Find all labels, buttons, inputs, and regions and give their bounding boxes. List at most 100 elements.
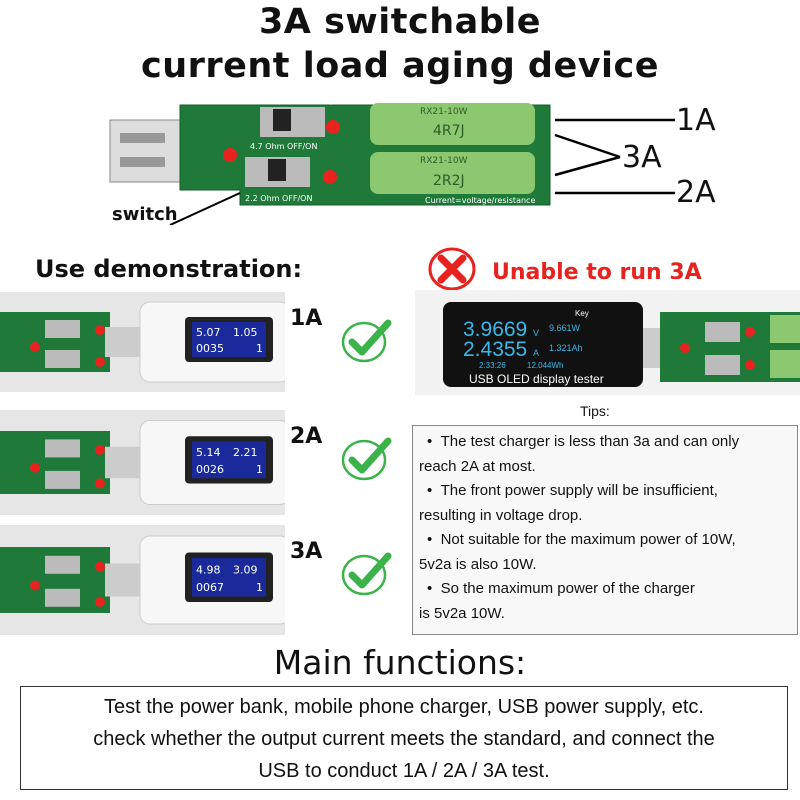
lcd-current: 2.21 [233, 446, 258, 459]
lcd-screen [192, 322, 266, 357]
demo-heading: Use demonstration: [35, 255, 303, 283]
demo-label-3A: 3A [290, 539, 323, 564]
led [30, 462, 40, 473]
switch [45, 320, 80, 338]
switch [45, 470, 80, 489]
resistor-bottom [370, 152, 535, 194]
callout-2a: 2A [676, 175, 716, 210]
tester-ah: 1.321Ah [549, 343, 583, 353]
usb-plug [105, 327, 145, 357]
switch [45, 588, 80, 607]
led [323, 170, 337, 184]
tester-voltage-unit: V [533, 328, 539, 338]
tester-current-unit: A [533, 348, 539, 358]
lcd-voltage: 5.07 [196, 326, 221, 339]
bullet: • [427, 433, 441, 450]
usb-plug [105, 446, 145, 479]
tip-1-cont: reach 2A at most. [419, 457, 536, 475]
demo-photo-3A: 4.98 3.09 0067 1 [0, 525, 285, 635]
load-board-image: 4.7 Ohm OFF/ON 2.2 Ohm OFF/ON 3 kind cur… [109, 99, 675, 225]
resistor-top [370, 103, 535, 145]
main-functions-box: Test the power bank, mobile phone charge… [20, 686, 788, 790]
function-line-1: Test the power bank, mobile phone charge… [104, 696, 704, 718]
check-icon [341, 437, 392, 481]
tip-4: • So the maximum power of the charger [419, 577, 791, 602]
lcd-voltage: 5.14 [196, 446, 221, 459]
switch [45, 555, 80, 574]
tester-time: 2:33:26 [479, 361, 506, 370]
resistor [770, 350, 800, 378]
x-circle-icon [428, 247, 476, 291]
tips-label: Tips: [580, 403, 610, 419]
tip-4-text: So the maximum power of the charger [440, 580, 695, 597]
switch [45, 350, 80, 368]
main-functions-heading: Main functions: [273, 643, 527, 682]
tester-wh: 12.044Wh [527, 361, 563, 370]
lcd-index: 1 [256, 342, 263, 355]
callout-line [554, 133, 621, 159]
bullet: • [427, 531, 441, 548]
demo-label-2A: 2A [290, 424, 323, 449]
lcd-mah: 0035 [196, 342, 224, 355]
usb-contact [120, 133, 165, 143]
callout-line [554, 155, 621, 177]
lcd-mah: 0067 [196, 581, 224, 594]
title-line-2: current load aging device [140, 46, 660, 86]
hot-label: Hot !! [358, 209, 378, 217]
check-icon [341, 552, 392, 596]
lcd-voltage: 4.98 [196, 563, 221, 576]
title-line-1: 3A switchable [258, 2, 542, 42]
tester-current: 2.4355 [463, 338, 527, 361]
lcd-current: 1.05 [233, 326, 258, 339]
tester-voltage: 3.9669 [463, 318, 527, 341]
led [95, 444, 105, 455]
usb-plug [109, 119, 181, 183]
function-line-3: USB to conduct 1A / 2A / 3A test. [258, 760, 550, 782]
usb-plug [105, 563, 145, 597]
resistor-bottom-value: 2R2J [433, 173, 465, 189]
callout-switch: switch [112, 204, 178, 225]
demo-label-1A: 1A [290, 306, 323, 331]
tip-3: • Not suitable for the maximum power of … [419, 528, 791, 553]
switch-top-knob [273, 109, 291, 131]
lcd-mah: 0026 [196, 463, 224, 476]
bullet: • [427, 482, 441, 499]
silkscreen-top: 3 kind current / Ohm's Law: I=U/R [235, 99, 337, 106]
lcd-current: 3.09 [233, 563, 258, 576]
resistor-bottom-model: RX21-10W [420, 156, 468, 166]
tip-1: • The test charger is less than 3a and c… [419, 430, 791, 455]
led [30, 580, 40, 591]
tip-3-cont: 5v2a is also 10W. [419, 555, 537, 573]
lcd-index: 1 [256, 463, 263, 476]
switch [705, 322, 740, 342]
led [95, 478, 105, 489]
lcd-index: 1 [256, 581, 263, 594]
switch-bottom-knob [268, 159, 286, 181]
led [680, 343, 690, 353]
led [745, 327, 755, 337]
switch [705, 355, 740, 375]
tester-key-label: Key [575, 309, 589, 318]
board-bottom-text: Current=voltage/resistance [425, 196, 535, 205]
bullet: • [427, 580, 441, 597]
usb-oled-tester-photo: 3.9669 V 9.661W 2.4355 A 1.321Ah 2:33:26… [415, 290, 800, 395]
led [326, 120, 340, 134]
switch-top [260, 107, 325, 137]
usb-contact [120, 157, 165, 167]
switch [45, 439, 80, 458]
resistor [770, 315, 800, 343]
tip-2-text: The front power supply will be insuffici… [440, 482, 718, 499]
led [95, 561, 105, 572]
tester-power: 9.661W [549, 323, 581, 333]
demo-photo-1A: 5.07 1.05 0035 1 [0, 292, 285, 392]
led [30, 342, 40, 352]
led [95, 325, 105, 335]
demo-photo-2A: 5.14 2.21 0026 1 [0, 410, 285, 515]
tip-4-cont: is 5v2a 10W. [419, 604, 505, 622]
resistor-top-model: RX21-10W [420, 107, 468, 117]
tip-2: • The front power supply will be insuffi… [419, 479, 791, 504]
check-icon [341, 319, 392, 363]
fail-heading: Unable to run 3A [492, 260, 702, 285]
oled-tester [443, 302, 643, 387]
function-line-2: check whether the output current meets t… [93, 728, 715, 750]
